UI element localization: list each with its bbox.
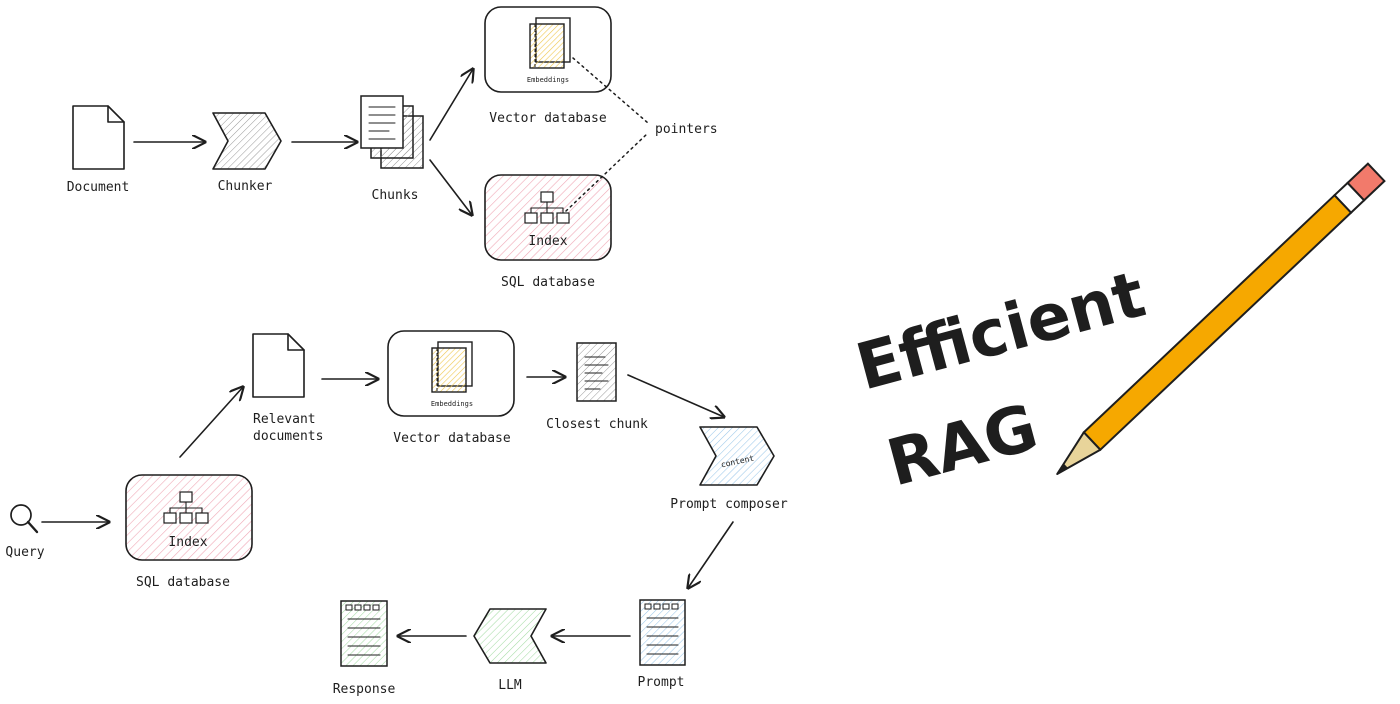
document-node: Document — [67, 105, 130, 195]
index-tree-icon — [524, 191, 570, 224]
sql-db-label: SQL database — [136, 575, 230, 590]
chunker-chevron-icon — [212, 112, 282, 170]
pencil-icon — [1056, 162, 1386, 476]
document-label: Document — [67, 180, 130, 195]
arrow-prompt-composer-to-prompt — [688, 521, 734, 588]
title-line2: RAG — [880, 391, 1045, 502]
vector-db-label: Vector database — [489, 111, 607, 126]
chunker-label: Chunker — [218, 179, 273, 194]
arrow-chunks-to-sql-db — [429, 159, 472, 215]
arrow-closest-chunk-to-prompt-composer — [627, 374, 724, 417]
relevant-documents-label-line2: documents — [253, 429, 323, 444]
pointers-connector: pointers — [565, 57, 718, 212]
prompt-doc-icon — [639, 599, 686, 666]
pointers-label: pointers — [655, 122, 718, 137]
embeddings-label: Embeddings — [527, 76, 569, 84]
vector-db-node-top: Embeddings Vector database — [484, 6, 612, 126]
sql-db-node-top: Index SQL database — [484, 174, 612, 290]
sql-db-node-bottom: Index SQL database — [125, 474, 253, 590]
index-tree-icon — [163, 491, 209, 524]
response-doc-icon — [340, 600, 388, 667]
query-node: Query — [5, 504, 45, 560]
vector-db-label: Vector database — [393, 431, 511, 446]
chunk-doc-icon — [576, 342, 617, 402]
prompt-composer-label: Prompt composer — [670, 497, 788, 512]
relevant-documents-node: Relevant documents — [252, 333, 323, 444]
closest-chunk-node: Closest chunk — [546, 342, 648, 432]
llm-label: LLM — [498, 678, 522, 693]
vector-db-node-bottom: Embeddings Vector database — [387, 330, 515, 446]
index-label: Index — [528, 234, 567, 249]
relevant-documents-label-line1: Relevant — [253, 412, 316, 427]
llm-node: LLM — [473, 608, 547, 693]
chunks-label: Chunks — [372, 188, 419, 203]
document-icon — [72, 105, 125, 170]
search-icon — [10, 504, 39, 534]
title-block: Efficient RAG — [849, 258, 1153, 502]
embeddings-label: Embeddings — [431, 400, 473, 408]
embeddings-icon — [431, 341, 473, 393]
chunker-node: Chunker — [212, 112, 282, 194]
index-label: Index — [168, 535, 207, 550]
arrow-sql-db-to-relevant-docs — [179, 387, 243, 458]
prompt-node: Prompt — [638, 599, 686, 690]
chunks-stack-icon — [360, 95, 424, 169]
arrow-chunks-to-vector-db — [429, 69, 473, 141]
prompt-composer-chevron-icon — [699, 426, 775, 486]
response-node: Response — [333, 600, 396, 697]
prompt-label: Prompt — [638, 675, 685, 690]
prompt-composer-node: content Prompt composer — [670, 426, 788, 512]
title-line1: Efficient — [849, 258, 1153, 406]
closest-chunk-label: Closest chunk — [546, 417, 648, 432]
document-icon — [252, 333, 305, 398]
llm-chevron-icon — [473, 608, 547, 664]
query-label: Query — [5, 545, 44, 560]
embeddings-icon — [529, 17, 571, 69]
response-label: Response — [333, 682, 396, 697]
chunks-node: Chunks — [360, 95, 424, 203]
sql-db-label: SQL database — [501, 275, 595, 290]
